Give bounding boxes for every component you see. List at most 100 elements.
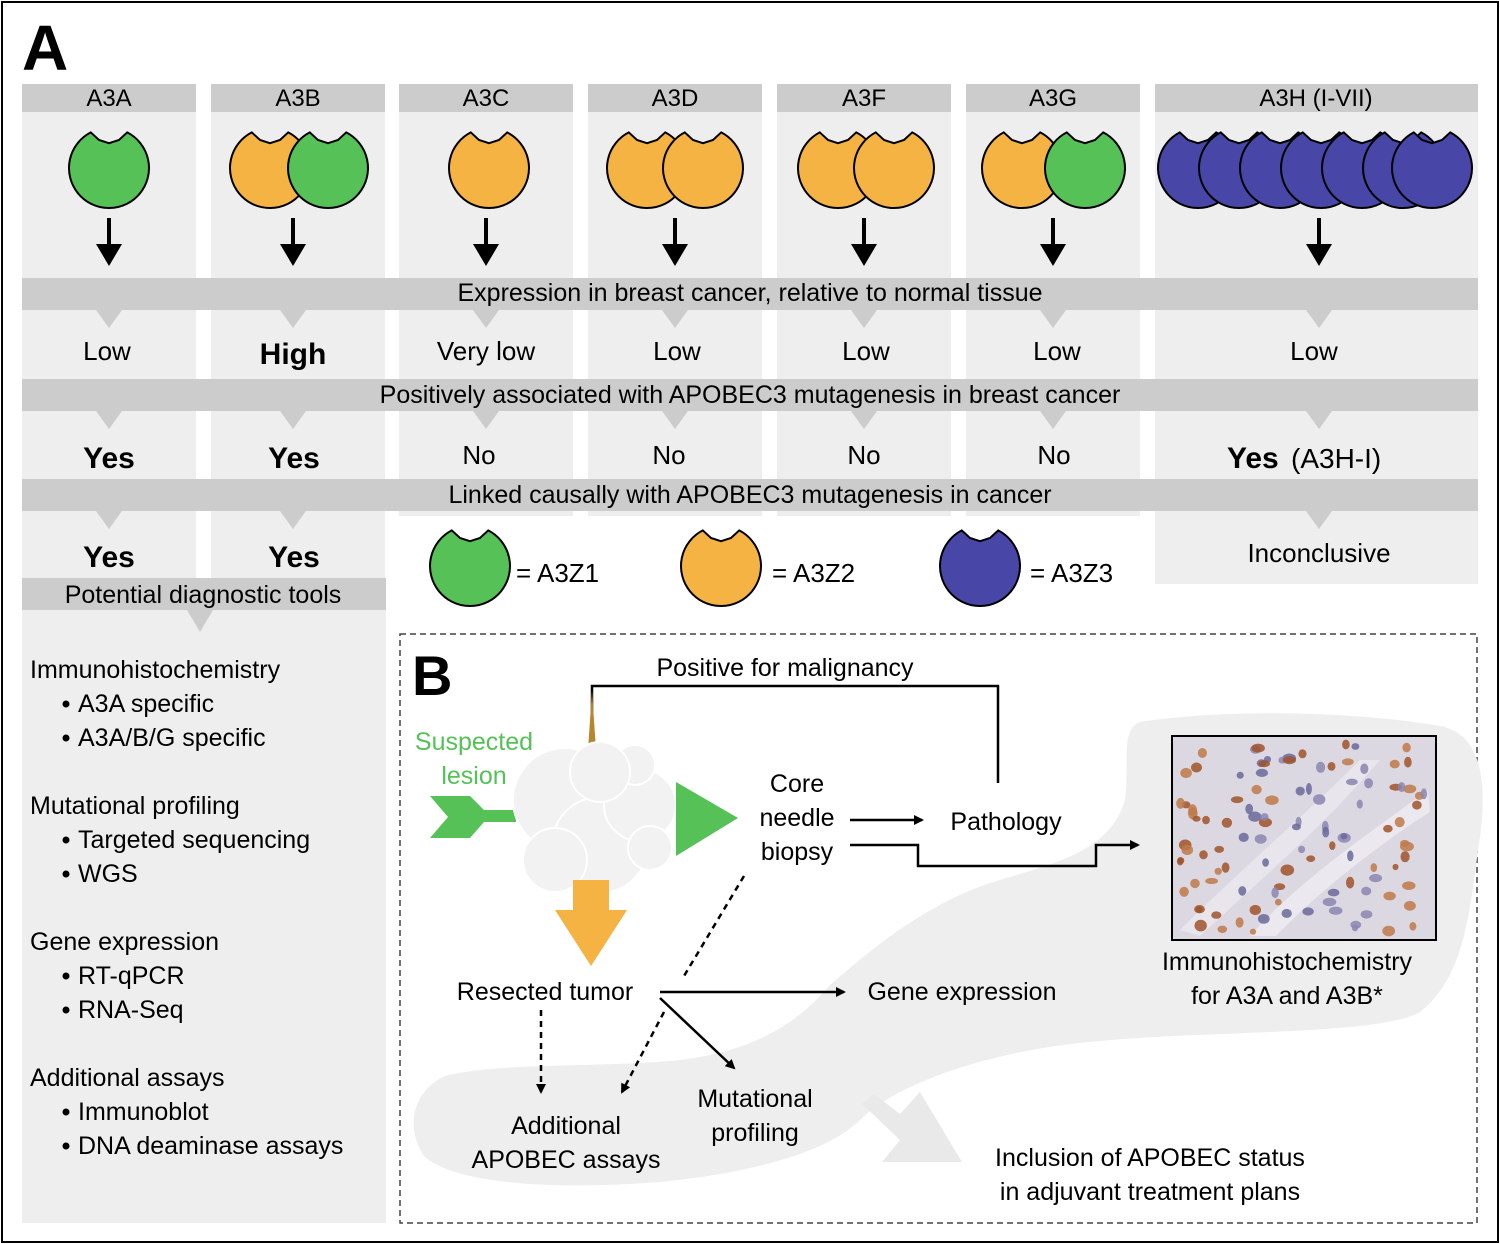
ihc-nucleus xyxy=(1420,788,1428,800)
ihc-nucleus xyxy=(1257,914,1270,924)
expression-a3d: Low xyxy=(653,336,701,366)
ihc-nucleus xyxy=(1364,778,1373,789)
band-causal-pointers xyxy=(96,511,1332,529)
ihc-nucleus xyxy=(1255,768,1268,778)
ihc-nucleus xyxy=(1258,760,1271,768)
biopsy-to-additional-dotted-lower xyxy=(620,1011,666,1094)
ihc-nucleus xyxy=(1197,748,1207,758)
associated-a3h-note: (A3H-I) xyxy=(1291,443,1381,474)
ihc-nucleus xyxy=(1360,910,1373,919)
ihc-nucleus xyxy=(1249,928,1257,935)
ihc-nucleus xyxy=(1214,845,1225,853)
ihc-nucleus xyxy=(1302,907,1314,916)
ihc-nucleus xyxy=(1404,756,1412,768)
ihc-nucleus xyxy=(1342,739,1350,750)
ihc-nucleus xyxy=(1245,803,1254,815)
ihc-nucleus xyxy=(1282,756,1296,765)
ihc-nucleus xyxy=(1230,796,1244,804)
ihc-nucleus xyxy=(1305,783,1312,795)
associated-a3a: Yes xyxy=(83,442,135,475)
diagnostic-bullets xyxy=(62,700,70,1150)
legend-label-a3z3: = A3Z3 xyxy=(1030,558,1113,588)
panel-a-label: A xyxy=(22,12,68,84)
ihc-nucleus xyxy=(1346,778,1358,786)
expression-a3h: Low xyxy=(1290,336,1338,366)
ihc-nucleus xyxy=(1352,924,1358,932)
ihc-nucleus xyxy=(1265,795,1279,805)
a3h-z3-domain-7 xyxy=(1391,131,1473,209)
ihc-nucleus xyxy=(1383,824,1393,833)
causal-a3b: Yes xyxy=(268,541,320,574)
ihc-nucleus xyxy=(1394,817,1405,828)
diag-item-wgs: WGS xyxy=(78,860,138,888)
ihc-nucleus xyxy=(1236,771,1244,779)
ihc-nucleus xyxy=(1313,794,1326,805)
ihc-nucleus xyxy=(1199,850,1208,860)
legend-a3z2-icon xyxy=(680,529,762,607)
ihc-nucleus xyxy=(1361,886,1372,896)
ihc-nucleus xyxy=(1329,841,1336,850)
ihc-nucleus xyxy=(1316,761,1326,773)
suspected-lesion-line2: lesion xyxy=(441,762,506,790)
diag-heading-immunohistochemistry: Immunohistochemistry xyxy=(30,656,281,684)
band-expression-text: Expression in breast cancer, relative to… xyxy=(458,279,1043,307)
ihc-nucleus xyxy=(1295,786,1305,796)
diag-heading-gene-expression: Gene expression xyxy=(30,928,219,956)
ihc-nucleus xyxy=(1400,851,1410,863)
ihc-nucleus xyxy=(1190,878,1200,889)
diag-item-rna-seq: RNA-Seq xyxy=(78,996,184,1024)
column-header-a3f: A3F xyxy=(842,85,886,112)
ihc-nucleus xyxy=(1403,900,1416,911)
ihc-nucleus xyxy=(1402,742,1411,753)
ihc-nucleus xyxy=(1298,845,1306,854)
ihc-nucleus xyxy=(1251,784,1262,795)
inclusion-arrow xyxy=(862,1092,962,1162)
ihc-nucleus xyxy=(1274,898,1282,906)
ihc-nucleus xyxy=(1397,782,1406,793)
a3c-z2-domain xyxy=(448,131,530,209)
diag-item-dna-deaminase: DNA deaminase assays xyxy=(78,1132,343,1160)
band-expression xyxy=(22,278,1478,310)
ihc-nucleus xyxy=(1351,743,1360,750)
a3g-z1-domain xyxy=(1044,131,1126,209)
a3a-z1-domain xyxy=(68,131,150,209)
legend-area xyxy=(396,516,1148,620)
ihc-nucleus xyxy=(1238,886,1247,896)
gene-expression-label: Gene expression xyxy=(867,978,1056,1006)
a3d-z2-domain-2 xyxy=(662,131,744,209)
column-header-a3b: A3B xyxy=(275,85,320,112)
core-needle-line1: Core xyxy=(770,770,824,798)
diagnostics-title: Potential diagnostic tools xyxy=(65,581,342,609)
associated-a3b: Yes xyxy=(268,442,320,475)
column-header-a3g: A3G xyxy=(1029,85,1077,112)
ihc-nucleus xyxy=(1369,874,1383,883)
ihc-nucleus xyxy=(1238,832,1249,843)
ihc-nucleus xyxy=(1346,876,1355,889)
ihc-nucleus xyxy=(1328,906,1343,915)
column-header-a3d: A3D xyxy=(652,85,699,112)
ihc-nucleus xyxy=(1188,804,1197,816)
ihc-nucleus xyxy=(1306,855,1316,862)
ihc-nucleus xyxy=(1217,925,1228,933)
expression-a3a: Low xyxy=(83,336,131,366)
biopsy-to-ihc-connector xyxy=(850,840,1140,868)
ihc-nucleus xyxy=(1205,877,1218,885)
diag-item-immunoblot: Immunoblot xyxy=(78,1098,209,1126)
positive-loop-wedge xyxy=(588,690,596,750)
protein-domains xyxy=(68,131,1473,209)
resected-to-mutational-arrow xyxy=(659,997,736,1070)
diagnostics-header xyxy=(22,578,386,610)
pathology-label: Pathology xyxy=(950,808,1062,836)
column-headers xyxy=(22,84,1478,112)
ihc-nucleus xyxy=(1192,815,1201,822)
biopsy-arrow xyxy=(676,782,738,856)
legend-label-a3z2: = A3Z2 xyxy=(772,558,855,588)
diag-item-a3abg-specific: A3A/B/G specific xyxy=(78,724,266,752)
expression-a3c: Very low xyxy=(437,336,535,366)
ihc-nucleus xyxy=(1402,881,1416,890)
ihc-nucleus xyxy=(1221,862,1230,873)
ihc-image xyxy=(1171,735,1437,941)
biopsy-to-additional-dotted xyxy=(682,875,746,977)
ihc-nucleus xyxy=(1360,763,1369,775)
